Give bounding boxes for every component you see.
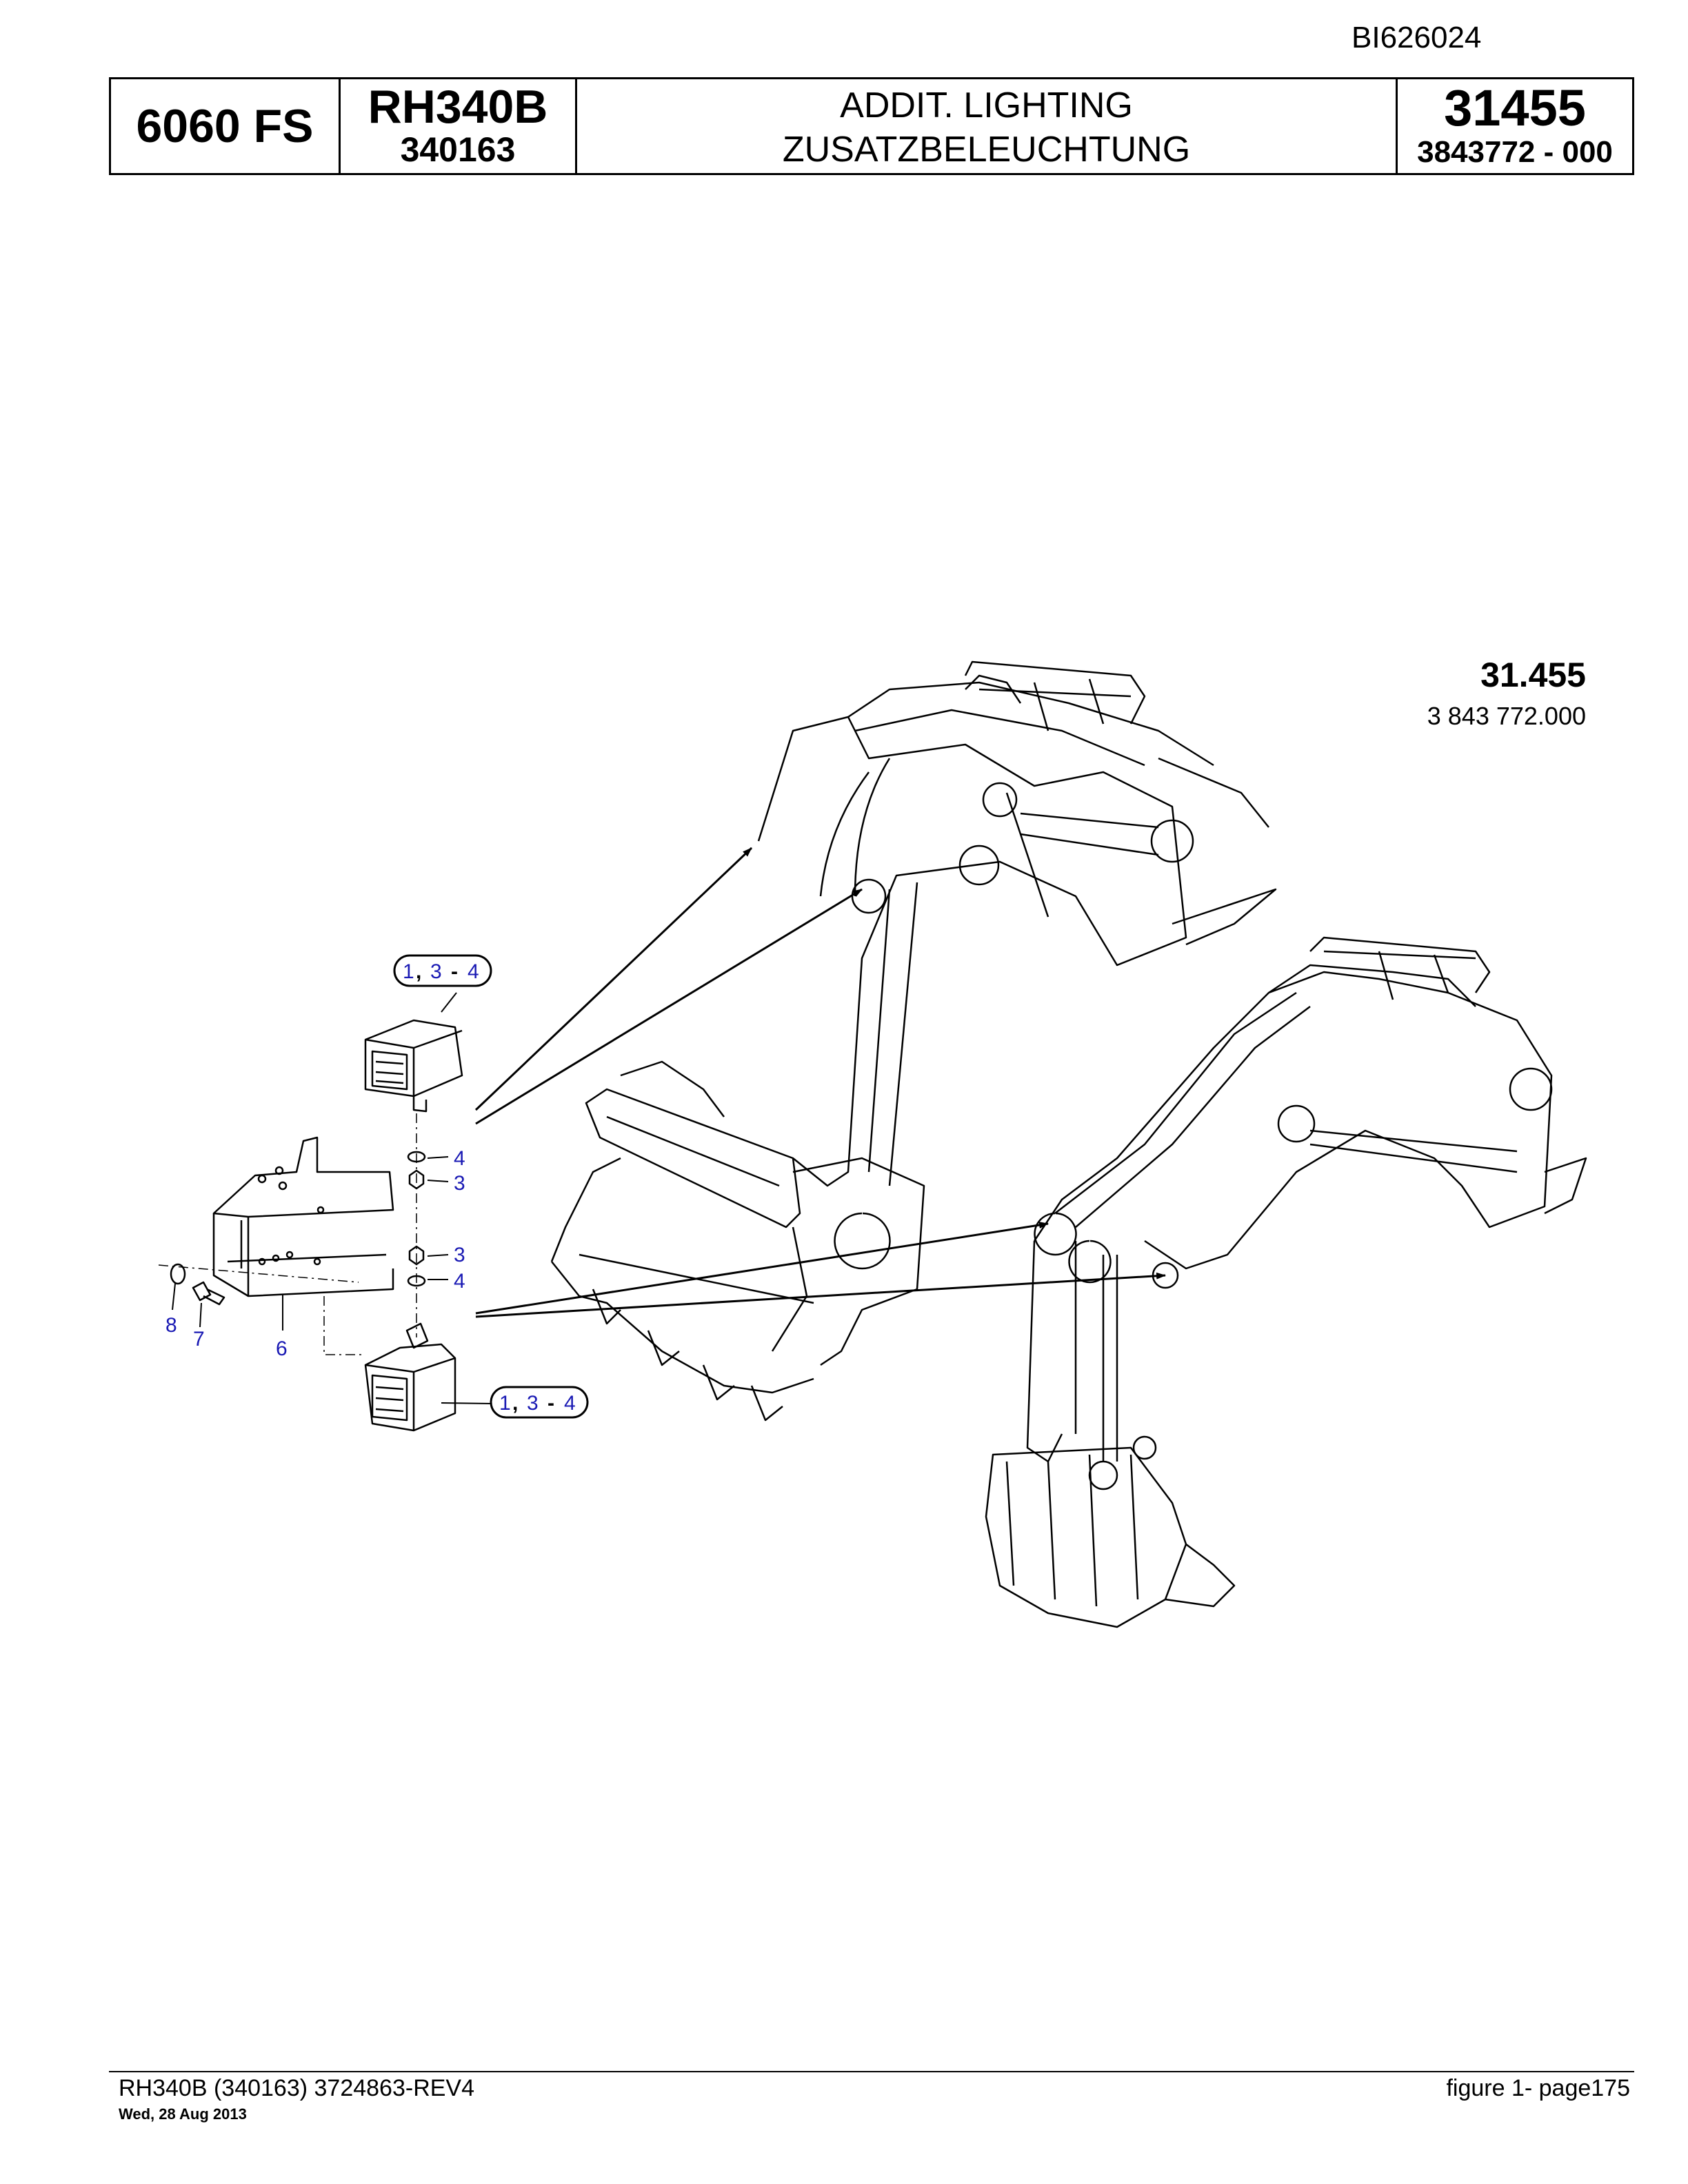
item-label-8: 8	[165, 1314, 177, 1337]
model-cell: 6060 FS	[109, 77, 341, 175]
machine-type: RH340B	[368, 81, 548, 133]
title-german: ZUSATZBELEUCHTUNG	[782, 130, 1191, 170]
nut-upper	[408, 1169, 425, 1190]
machine-cell: RH340B 340163	[339, 77, 577, 175]
header-table: 6060 FS RH340B 340163 ADDIT. LIGHTING ZU…	[109, 77, 1634, 175]
footer-rule	[109, 2071, 1634, 2072]
callout-bottom-item-3: 3	[527, 1392, 539, 1415]
bolt-and-washer	[170, 1263, 225, 1306]
callout-top-item-3: 3	[430, 960, 442, 983]
title-english: ADDIT. LIGHTING	[840, 85, 1133, 125]
nut-lower	[408, 1245, 425, 1266]
item-label-4-upper: 4	[454, 1147, 465, 1170]
location-arrows	[474, 847, 1166, 1318]
footer-page-ref: figure 1- page175	[1446, 2075, 1630, 2101]
callout-bottom-dash: -	[547, 1392, 554, 1415]
item-label-4-lower: 4	[454, 1270, 465, 1293]
group-number: 31455	[1444, 79, 1586, 136]
callout-bottom-lamp: 1 , 3 - 4	[490, 1386, 589, 1419]
figure-number: 31.455	[1480, 656, 1586, 694]
document-id: BI626024	[1352, 21, 1482, 54]
callout-bottom-sep: ,	[512, 1392, 518, 1415]
callout-top-lamp: 1 , 3 - 4	[393, 954, 492, 987]
mounting-bracket	[212, 1136, 394, 1297]
backhoe-illustration	[985, 936, 1587, 1628]
callout-bottom-item-1: 1	[499, 1392, 511, 1415]
face-shovel-illustration	[550, 660, 1277, 1422]
title-cell: ADDIT. LIGHTING ZUSATZBELEUCHTUNG	[575, 77, 1398, 175]
work-lamp-bottom	[364, 1322, 456, 1432]
callout-top-dash: -	[451, 960, 458, 983]
callout-top-sep: ,	[416, 960, 421, 983]
figure-part-number: 3 843 772.000	[1427, 702, 1586, 730]
footer-date: Wed, 28 Aug 2013	[119, 2105, 247, 2123]
part-number: 3843772 - 000	[1417, 135, 1613, 169]
lamp-assembly-exploded-view	[158, 992, 492, 1432]
callout-bottom-item-4: 4	[564, 1392, 576, 1415]
group-cell: 31455 3843772 - 000	[1396, 77, 1634, 175]
work-lamp-top	[364, 1019, 463, 1113]
item-label-3-lower: 3	[454, 1244, 465, 1266]
machine-serial: 340163	[400, 130, 516, 169]
callout-top-item-4: 4	[468, 960, 479, 983]
item-label-3-upper: 3	[454, 1172, 465, 1195]
item-label-7: 7	[193, 1328, 205, 1351]
callout-top-item-1: 1	[403, 960, 414, 983]
item-label-6: 6	[276, 1337, 288, 1360]
model-label: 6060 FS	[136, 100, 314, 152]
footer-document-ref: RH340B (340163) 3724863-REV4	[119, 2075, 475, 2101]
